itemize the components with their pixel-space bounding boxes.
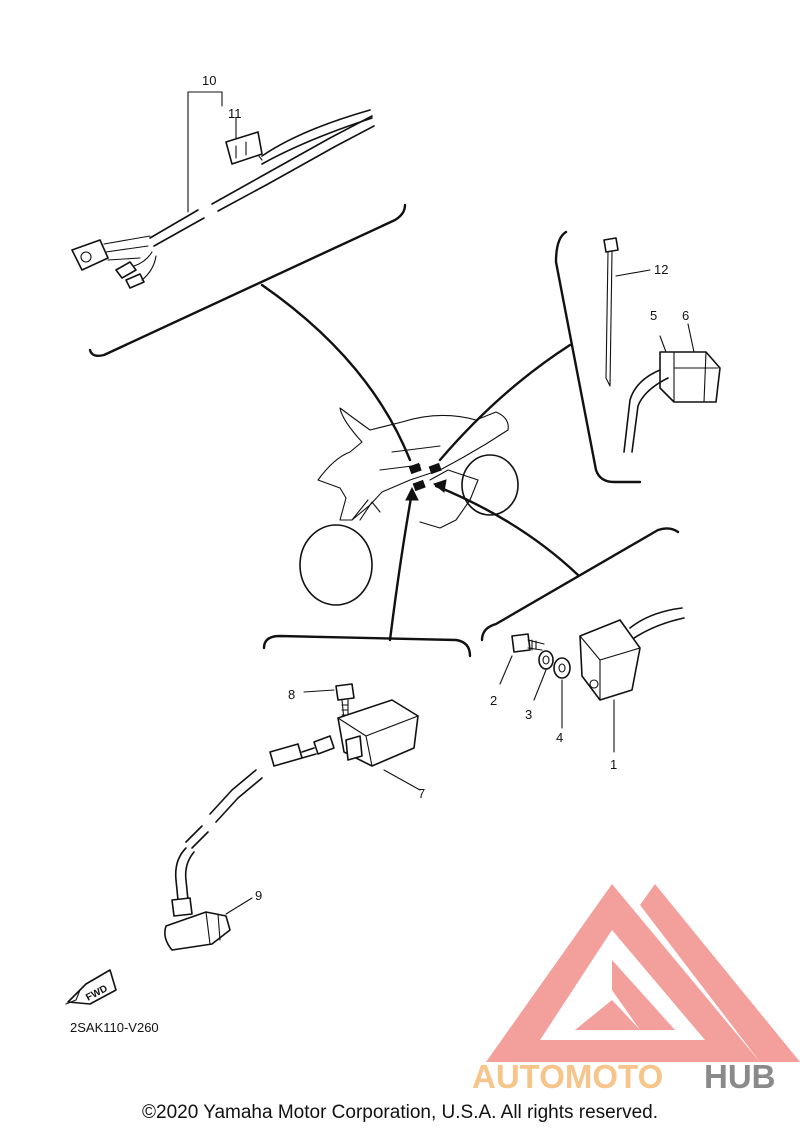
copyright-notice: ©2020 Yamaha Motor Corporation, U.S.A. A…	[142, 1102, 658, 1123]
callout-10: 10	[202, 73, 216, 88]
pickup-panel	[480, 527, 685, 753]
callout-2: 2	[490, 693, 497, 708]
ignition-coil-panel	[164, 634, 472, 951]
callout-8: 8	[288, 687, 295, 702]
panel-border-coil	[262, 634, 472, 658]
callout-6: 6	[682, 308, 689, 323]
motorcycle-outline	[299, 407, 519, 606]
callout-5: 5	[650, 308, 657, 323]
panel-border-pickup	[480, 527, 680, 642]
callout-9: 9	[255, 888, 262, 903]
pickup-coil-1	[579, 619, 641, 701]
screw-8	[335, 683, 355, 701]
drawing-code: 2SAK110-V260	[70, 1020, 159, 1035]
automotohub-logo	[486, 884, 800, 1062]
callout-labels: 1 2 3 4 5 6 7 8 9 10 11 12	[202, 73, 689, 903]
callout-11: 11	[228, 106, 242, 121]
callout-10-bracket	[187, 91, 223, 213]
callout-4: 4	[556, 730, 563, 745]
watermark-brand-part1: AUTOMOTO	[472, 1058, 663, 1095]
callout-1: 1	[610, 757, 617, 772]
washer-3	[538, 650, 554, 670]
washer-4	[553, 657, 571, 679]
leader-lines	[260, 283, 580, 642]
panel-border-harness	[88, 203, 407, 358]
panel-border-cdi	[554, 230, 642, 484]
connector-11	[225, 131, 263, 165]
cdi-unit-5	[659, 351, 721, 403]
cable-tie-12	[603, 237, 619, 253]
fwd-direction-badge: FWD	[65, 969, 117, 1005]
cdi-unit-panel	[554, 230, 721, 484]
callout-3: 3	[525, 707, 532, 722]
callout-12: 12	[654, 262, 668, 277]
wire-harness-panel	[71, 91, 407, 358]
bolt-2	[511, 633, 531, 653]
watermark-brand-part2: HUB	[704, 1058, 776, 1095]
spark-plug-cap-9	[164, 911, 231, 951]
callout-7: 7	[418, 786, 425, 801]
